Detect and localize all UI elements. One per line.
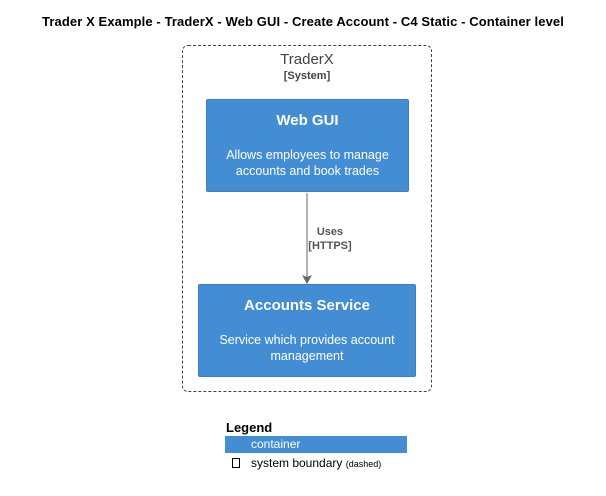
container-web-gui[interactable]: Web GUI Allows employees to manage accou… — [206, 99, 409, 192]
container-name: Accounts Service — [244, 297, 370, 314]
legend-container-label: container — [251, 437, 301, 451]
container-description: Allows employees to manage accounts and … — [226, 148, 389, 178]
legend-item-container: container — [225, 436, 407, 453]
legend-title: Legend — [226, 420, 273, 435]
legend-boundary-label: system boundary — [251, 456, 343, 470]
container-description: Service which provides account managemen… — [219, 333, 395, 363]
boundary-swatch-icon — [232, 458, 240, 468]
boundary-name: TraderX — [280, 51, 334, 68]
legend-boundary-text: system boundary (dashed) — [251, 456, 381, 470]
legend-item-boundary: system boundary (dashed) — [225, 455, 407, 472]
legend-boundary-note: (dashed) — [345, 459, 382, 469]
relationship-label: Uses — [316, 226, 344, 238]
relationship-technology: [HTTPS] — [308, 240, 352, 252]
boundary-type: [System] — [283, 70, 331, 82]
system-boundary-traderx: TraderX [System] — [182, 45, 432, 392]
diagram-title: Trader X Example - TraderX - Web GUI - C… — [42, 14, 564, 29]
container-name: Web GUI — [276, 112, 339, 129]
container-accounts-service[interactable]: Accounts Service Service which provides … — [198, 284, 416, 377]
